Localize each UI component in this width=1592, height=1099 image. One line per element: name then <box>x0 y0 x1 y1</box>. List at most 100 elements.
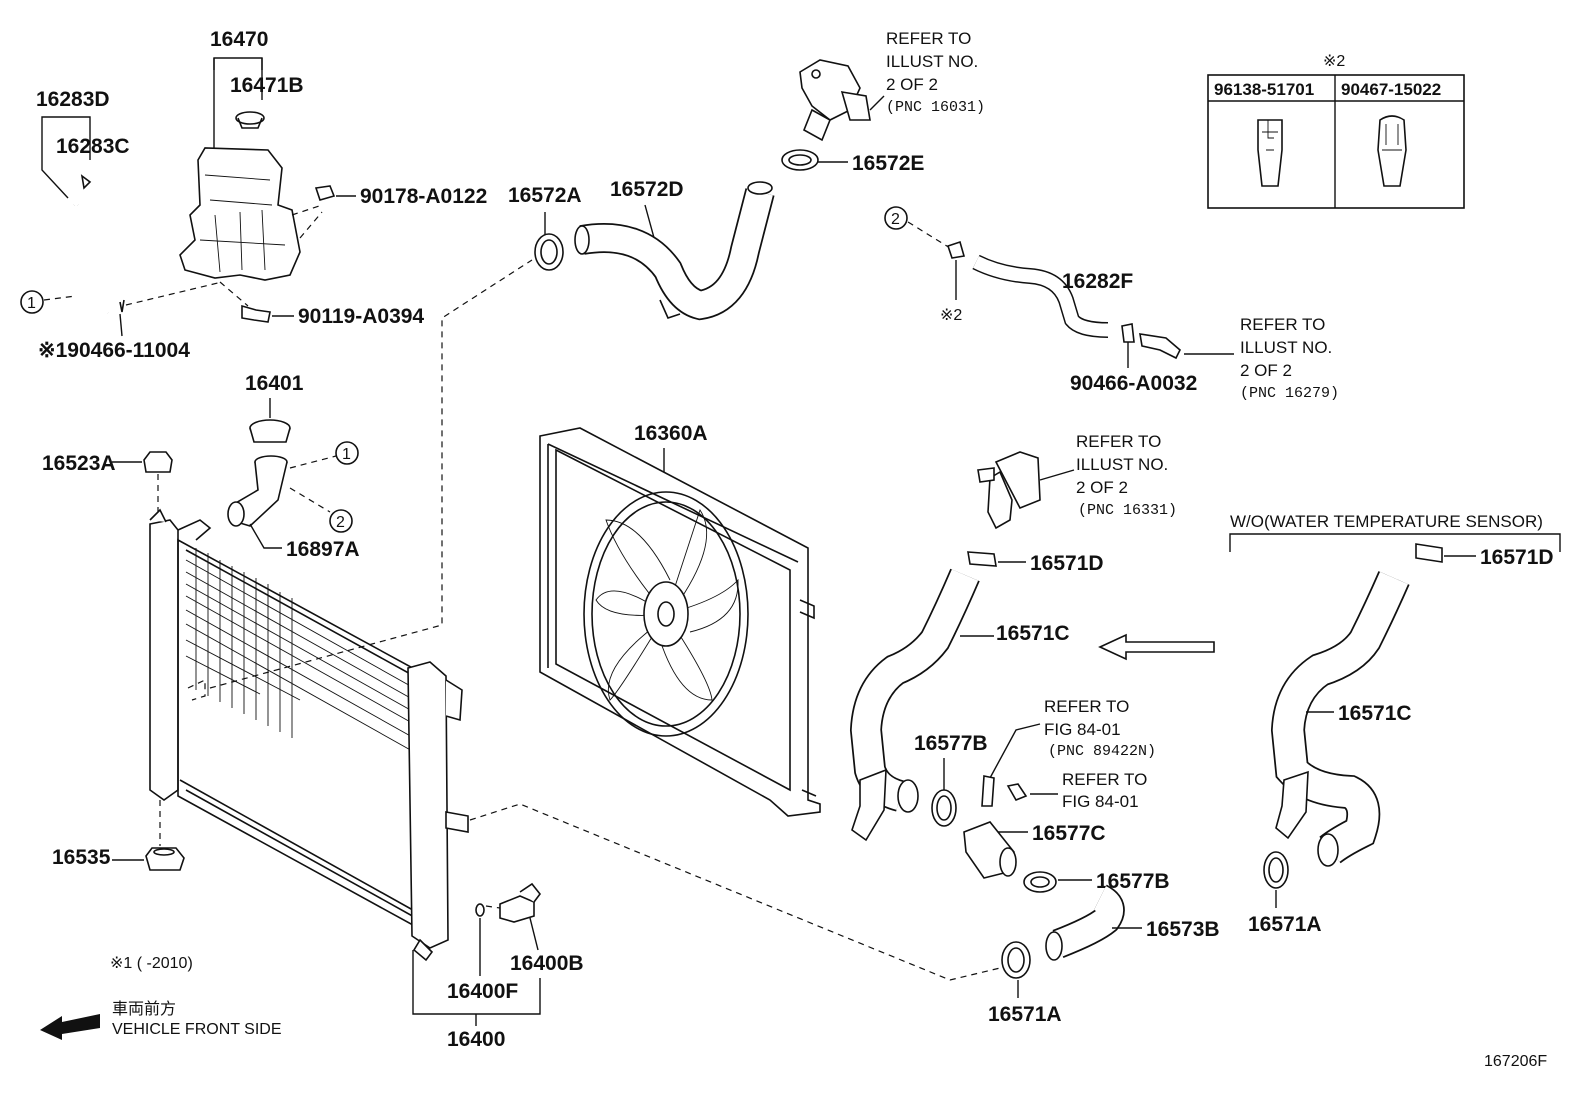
label-16401: 16401 <box>245 372 304 395</box>
marker-circle-1-mid-text: 1 <box>342 446 351 463</box>
label-16400B: 16400B <box>510 952 584 975</box>
label-16571A-alt: 16571A <box>1248 913 1322 936</box>
vehicle-front-en: VEHICLE FRONT SIDE <box>112 1021 282 1038</box>
label-16572A: 16572A <box>508 184 582 207</box>
label-16283D: 16283D <box>36 88 110 111</box>
label-16571D-main: 16571D <box>1030 552 1104 575</box>
lower-hose-16571C-alt <box>1270 571 1410 867</box>
label-16571A-main: 16571A <box>988 1003 1062 1026</box>
cushion-16523A <box>143 451 173 473</box>
table-col2: 90467-15022 <box>1341 80 1441 99</box>
marker-circle-2-top-text: 2 <box>891 211 900 228</box>
clip-16571D-alt <box>1415 543 1443 563</box>
label-16577C: 16577C <box>1032 822 1106 845</box>
ref-pnc-16031-line2: ILLUST NO. <box>886 52 978 71</box>
marker-circle-1-text: 1 <box>27 295 36 312</box>
lower-hose-16571C-main <box>849 568 980 842</box>
clamp-16572A <box>534 233 564 271</box>
ref-pnc-16279-line2: ILLUST NO. <box>1240 338 1332 357</box>
clamp-16577B-top <box>931 789 957 827</box>
label-16572E: 16572E <box>852 152 924 175</box>
filler-neck-16897A <box>227 455 288 527</box>
upper-radiator-hose-16572D <box>574 181 775 321</box>
label-16471B: 16471B <box>230 74 304 97</box>
label-16282F: 16282F <box>1062 270 1133 293</box>
table-title: ※2 <box>1323 53 1345 70</box>
clip-16571D-main <box>967 551 997 567</box>
illustration-id: 167206F <box>1484 1053 1547 1070</box>
label-16535: 16535 <box>52 846 111 869</box>
drain-cock-16400B <box>499 882 542 923</box>
marker-circle-2-mid <box>329 509 353 533</box>
clip-96138-icon <box>1257 119 1283 187</box>
label-90466-A0032: 90466-A0032 <box>1070 372 1197 395</box>
ref-pnc-16331-line3: 2 OF 2 <box>1076 478 1128 497</box>
clip-90466-A0032 <box>1121 323 1135 343</box>
label-16360A: 16360A <box>634 422 708 445</box>
marker-circle-2-top <box>884 206 908 230</box>
variant-label: W/O(WATER TEMPERATURE SENSOR) <box>1230 512 1543 531</box>
reservoir-tank <box>179 111 301 281</box>
clamp-16571A-alt <box>1263 851 1289 889</box>
ref-pnc-16031-line3: 2 OF 2 <box>886 75 938 94</box>
table-col1: 96138-51701 <box>1214 80 1314 99</box>
pipe-16279 <box>1139 333 1181 360</box>
ref-pnc-16279-line3: 2 OF 2 <box>1240 361 1292 380</box>
label-16577B-bottom: 16577B <box>1096 870 1170 893</box>
thermostat-housing <box>799 59 871 142</box>
clip-note2 <box>946 240 966 259</box>
ref-pnc-16279-line4: (PNC 16279) <box>1240 385 1339 402</box>
note2-label: ※2 <box>940 307 962 324</box>
ref-fig-8401-b-line1: REFER TO <box>1062 770 1147 789</box>
marker-circle-1-mid <box>335 441 359 465</box>
sensor-89422N <box>981 775 995 807</box>
radiator-16400 <box>149 508 469 962</box>
note-2-table: ※2 96138-51701 90467-15022 <box>1207 53 1465 209</box>
label-16577B-top: 16577B <box>914 732 988 755</box>
label-16571C-main: 16571C <box>996 622 1070 645</box>
label-16470: 16470 <box>210 28 268 51</box>
bolt-90119 <box>241 304 271 323</box>
connector-icon <box>1006 783 1028 802</box>
ref-fig-8401-a-line1: REFER TO <box>1044 697 1129 716</box>
label-16283C: 16283C <box>56 135 130 158</box>
hose-16282F <box>972 254 1109 338</box>
clamp-16577B-bottom <box>1023 871 1057 893</box>
pipe-16577C <box>963 821 1017 879</box>
label-16400: 16400 <box>447 1028 505 1051</box>
label-16523A: 16523A <box>42 452 116 475</box>
ref-pnc-16331-line2: ILLUST NO. <box>1076 455 1168 474</box>
ref-pnc-16031-line1: REFER TO <box>886 29 971 48</box>
radiator-cap-16401 <box>249 419 291 443</box>
label-16571D-alt: 16571D <box>1480 546 1554 569</box>
o-ring-16400F <box>475 903 485 917</box>
vehicle-front-arrow-icon <box>40 1014 100 1040</box>
label-16400F: 16400F <box>447 980 518 1003</box>
variant-arrow-icon <box>1098 633 1215 661</box>
vehicle-front-jp: 車両前方 <box>112 1000 176 1018</box>
ref-fig-8401-a-line3: (PNC 89422N) <box>1048 743 1156 760</box>
label-16897A: 16897A <box>286 538 360 561</box>
label-16573B: 16573B <box>1146 918 1220 941</box>
small-hose-16283D <box>67 174 127 316</box>
label-90466-11004: ※190466-11004 <box>38 339 190 362</box>
ref-pnc-16031-line4: (PNC 16031) <box>886 99 985 116</box>
clip-90467-icon <box>1377 115 1407 187</box>
label-16571C-alt: 16571C <box>1338 702 1412 725</box>
clamp-16572E <box>781 149 819 171</box>
ref-fig-8401-a-line2: FIG 84-01 <box>1044 720 1121 739</box>
ref-pnc-16331-line1: REFER TO <box>1076 432 1161 451</box>
marker-circle-1 <box>20 290 44 314</box>
ref-pnc-16279-line1: REFER TO <box>1240 315 1325 334</box>
clamp-90466-11004 <box>119 299 125 313</box>
cushion-16535 <box>145 847 185 871</box>
footnote: ※1 ( -2010) <box>110 955 193 972</box>
marker-circle-2-mid-text: 2 <box>336 514 345 531</box>
ref-fig-8401-b-line2: FIG 84-01 <box>1062 792 1139 811</box>
fan-shroud-16360A <box>539 427 821 817</box>
label-16572D: 16572D <box>610 178 684 201</box>
label-90178-A0122: 90178-A0122 <box>360 185 487 208</box>
nut-90178 <box>314 185 336 201</box>
sensor-housing-16331 <box>977 451 1041 530</box>
